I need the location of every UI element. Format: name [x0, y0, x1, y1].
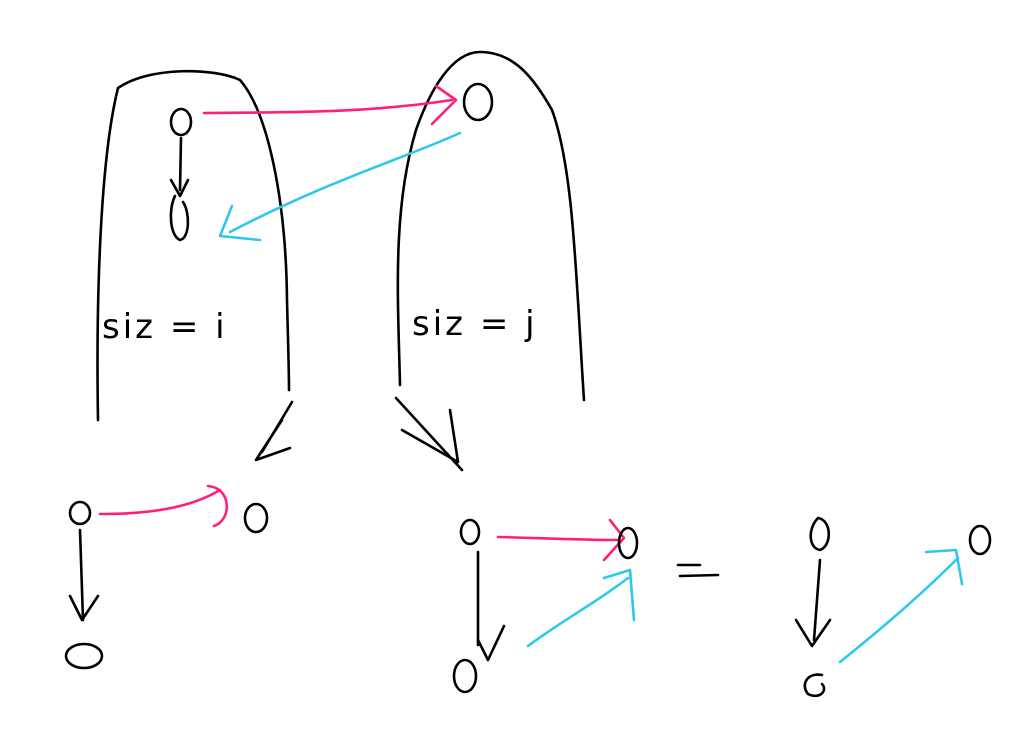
left-box-label: siz = i — [102, 307, 228, 347]
bm-cyan-edge — [526, 576, 630, 648]
bl-bottom-node — [64, 642, 104, 670]
br-top-node — [809, 516, 831, 552]
bm-vertical-arrowhead — [476, 624, 506, 662]
right-top-node — [462, 82, 494, 122]
bm-bottom-node — [452, 658, 478, 694]
right-container-outline — [396, 50, 586, 402]
br-right-node — [968, 524, 992, 556]
bm-pink-arrowhead — [602, 518, 626, 562]
right-transition-arrow — [394, 396, 464, 472]
br-bottom-node — [803, 673, 826, 698]
bm-pink-edge — [496, 535, 620, 542]
bl-top-node — [68, 500, 92, 526]
bl-pink-arrowhead — [206, 484, 229, 528]
bl-vertical-edge — [78, 528, 85, 622]
br-cyan-arrowhead — [924, 548, 964, 586]
br-vertical-arrowhead — [794, 618, 832, 648]
bottom-left-graph — [64, 484, 269, 670]
bm-cyan-arrowhead — [602, 568, 636, 622]
left-container: siz = i — [96, 69, 291, 422]
left-vertical-edge — [178, 136, 183, 192]
bm-top-node — [459, 518, 481, 546]
bottom-middle-graph — [452, 518, 639, 694]
left-bottom-node — [169, 194, 190, 242]
top-cyan-edge — [228, 131, 462, 234]
bl-vertical-arrowhead — [68, 594, 100, 622]
bottom-right-graph — [794, 516, 992, 698]
right-container: siz = j — [396, 50, 586, 402]
top-pink-arrowhead — [430, 84, 458, 126]
equals-bottom-bar — [678, 573, 720, 578]
bl-pink-edge — [98, 488, 222, 516]
bl-right-node — [243, 502, 269, 534]
br-vertical-edge — [812, 558, 822, 642]
left-transition-arrow — [254, 400, 294, 462]
right-box-label: siz = j — [412, 304, 538, 344]
top-cyan-arrowhead — [218, 204, 262, 242]
equals-sign — [676, 563, 720, 578]
br-cyan-edge — [838, 556, 960, 664]
left-vertical-arrowhead — [169, 178, 190, 198]
left-container-outline — [96, 69, 291, 422]
top-pink-edge — [202, 98, 454, 115]
bm-right-node — [617, 526, 639, 560]
transition-arrows — [254, 396, 464, 472]
left-top-node — [169, 107, 193, 137]
top-cross-edges — [202, 84, 462, 242]
